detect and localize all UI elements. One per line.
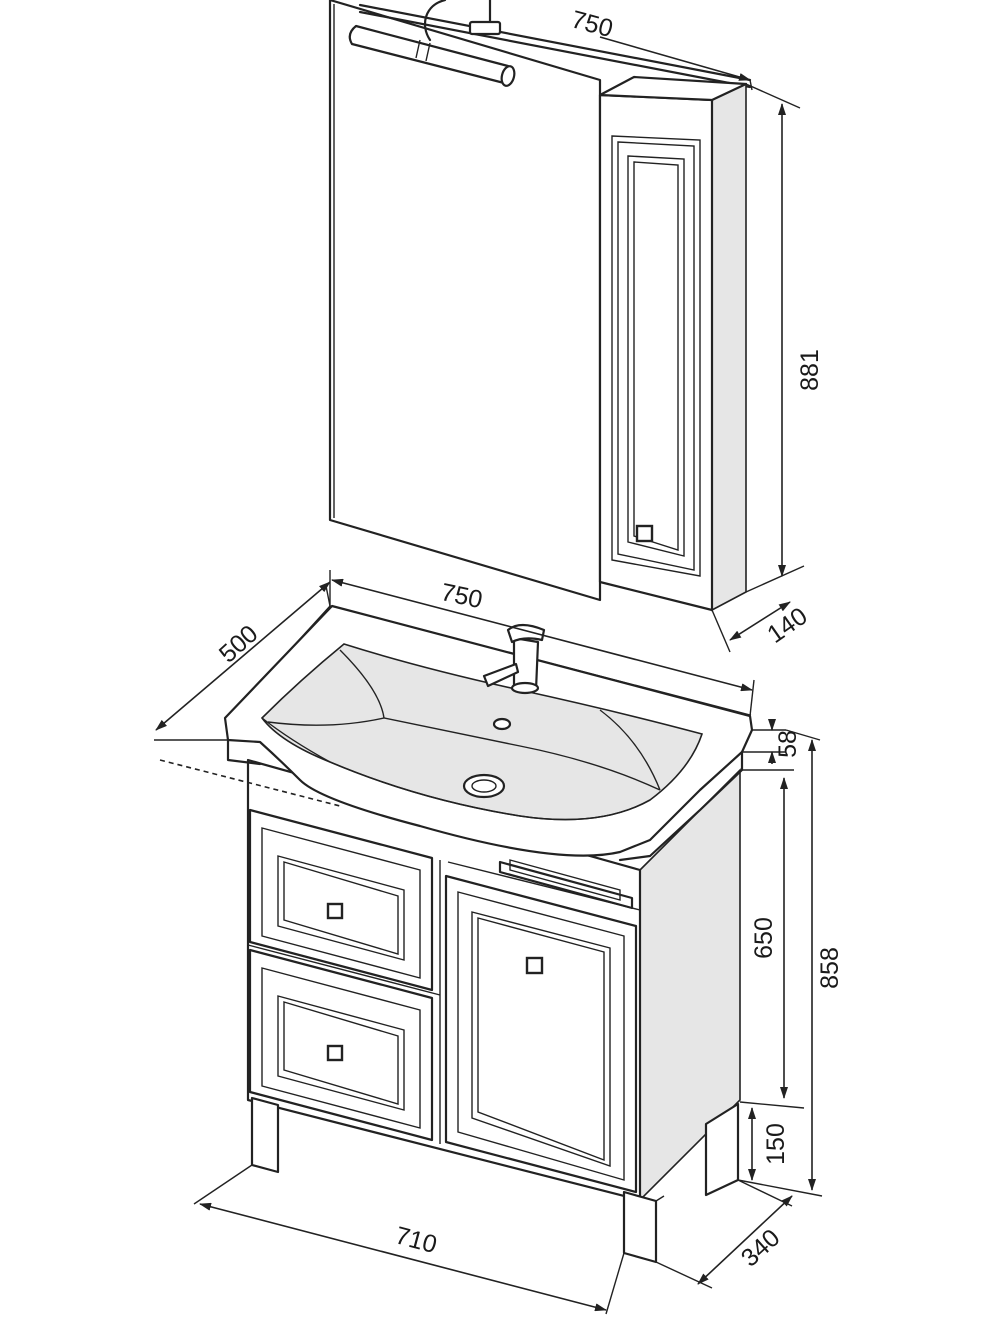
basin-width-dimension: 750 — [329, 570, 755, 717]
total-height-label: 858 — [816, 947, 844, 989]
mirror-width-dimension: 750 — [568, 5, 753, 91]
body-depth-label: 340 — [736, 1224, 786, 1273]
mirror-panel — [328, 0, 602, 602]
total-height-dimension: 858 — [737, 729, 844, 1197]
door-handle-icon — [525, 956, 544, 975]
mirror-width-label: 750 — [568, 5, 616, 43]
leg-height-dimension: 150 — [748, 1107, 790, 1181]
basin-thickness-label: 58 — [774, 730, 802, 758]
top-drawer-handle-icon — [326, 902, 344, 920]
lamp-icon — [348, 0, 752, 89]
body-height-label: 650 — [750, 917, 778, 959]
cabinet-handle-icon — [635, 524, 654, 543]
body-height-dimension: 650 — [739, 769, 805, 1109]
bottom-drawer — [248, 948, 434, 1142]
small-top-drawer — [498, 859, 634, 910]
wall-cabinet — [598, 75, 748, 612]
mirror — [328, 0, 602, 602]
basin-thickness-dimension: 58 — [742, 719, 802, 764]
cabinet-depth-label: 140 — [762, 602, 812, 649]
body-width-dimension: 710 — [193, 1164, 625, 1315]
mirror-height-dimension: 881 — [745, 83, 824, 593]
vanity-door — [444, 874, 638, 1194]
top-drawer — [248, 808, 434, 992]
legs — [250, 1096, 740, 1264]
body-width-label: 710 — [392, 1221, 440, 1259]
bottom-drawer-handle-icon — [326, 1044, 344, 1062]
cabinet-depth-dimension: 140 — [711, 601, 813, 653]
basin-depth-label: 500 — [214, 620, 264, 669]
leg-height-label: 150 — [762, 1123, 790, 1165]
cabinet-front — [598, 93, 714, 612]
mirror-height-label: 881 — [796, 349, 824, 391]
basin-width-label: 750 — [438, 578, 485, 614]
body-depth-dimension: 340 — [655, 1179, 793, 1289]
